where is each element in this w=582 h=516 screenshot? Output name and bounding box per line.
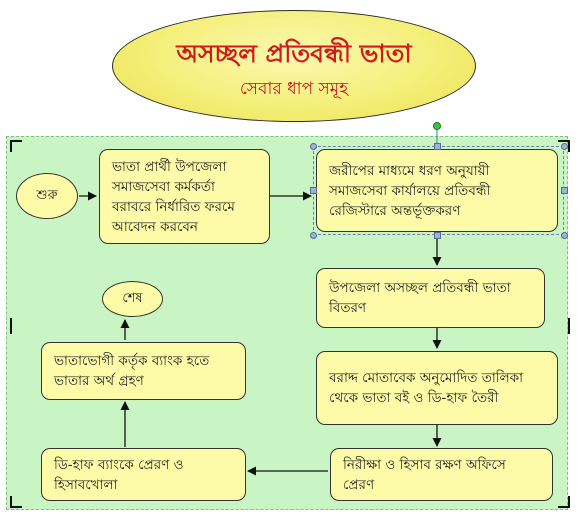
end-label: শেষ (122, 290, 143, 306)
apply-node: ভাতা প্রার্থী উপজেলা সমাজসেবা কর্মকর্তা … (99, 149, 270, 244)
diagram-title: অসচ্ছল প্রতিবন্ধী ভাতা (176, 39, 412, 68)
receive-label: ভাতাভোগী কর্তৃক ব্যাংক হতে ভাতার অর্থ গ্… (54, 353, 210, 389)
resize-handle-top-right[interactable] (561, 143, 568, 150)
list-label: বরাদ্দ মোতাবেক অনুমোদিত তালিকা থেকে ভাতা… (329, 370, 524, 406)
side-mark-left-mid (10, 318, 18, 334)
resize-handle-bottom-mid[interactable] (434, 232, 441, 239)
bank-send-node: ডি-হাফ ব্যাংকে প্রেরণ ও হিসাবখোলা (41, 448, 246, 501)
corner-mark-bottom-right (558, 496, 570, 508)
corner-mark-top-left (10, 140, 22, 152)
resize-handle-top-mid[interactable] (434, 143, 441, 150)
rotate-handle[interactable] (433, 122, 441, 130)
distribution-label: উপজেলা অসচ্ছল প্রতিবন্ধী ভাতা বিতরণ (329, 280, 511, 316)
bank-send-label: ডি-হাফ ব্যাংকে প্রেরণ ও হিসাবখোলা (54, 456, 184, 493)
apply-label: ভাতা প্রার্থী উপজেলা সমাজসেবা কর্মকর্তা … (112, 158, 235, 235)
survey-node: জরীপের মাধ্যমে ধরণ অনুযায়ী সমাজসেবা কার… (316, 149, 558, 232)
distribution-node: উপজেলা অসচ্ছল প্রতিবন্ধী ভাতা বিতরণ (316, 268, 545, 328)
side-mark-right-mid (562, 318, 570, 334)
diagram-subtitle: সেবার ধাপ সমূহ (239, 79, 349, 99)
audit-label: নিরীক্ষা ও হিসাব রক্ষণ অফিসে প্রেরণ (343, 456, 506, 493)
start-label: শুরু (36, 187, 58, 203)
resize-handle-mid-left[interactable] (310, 187, 317, 194)
corner-mark-bottom-left (10, 496, 22, 508)
audit-node: নিরীক্ষা ও হিসাব রক্ষণ অফিসে প্রেরণ (330, 448, 553, 501)
resize-handle-mid-right[interactable] (561, 187, 568, 194)
resize-handle-bottom-right[interactable] (561, 232, 568, 239)
survey-label: জরীপের মাধ্যমে ধরণ অনুযায়ী সমাজসেবা কার… (329, 162, 491, 219)
title-ellipse (112, 10, 476, 122)
corner-mark-top-right (558, 140, 570, 152)
list-node: বরাদ্দ মোতাবেক অনুমোদিত তালিকা থেকে ভাতা… (316, 351, 558, 425)
receive-node: ভাতাভোগী কর্তৃক ব্যাংক হতে ভাতার অর্থ গ্… (41, 342, 246, 400)
end-node: শেষ (102, 281, 163, 317)
resize-handle-bottom-left[interactable] (310, 232, 317, 239)
resize-handle-top-left[interactable] (310, 143, 317, 150)
start-node: শুরু (16, 173, 78, 219)
